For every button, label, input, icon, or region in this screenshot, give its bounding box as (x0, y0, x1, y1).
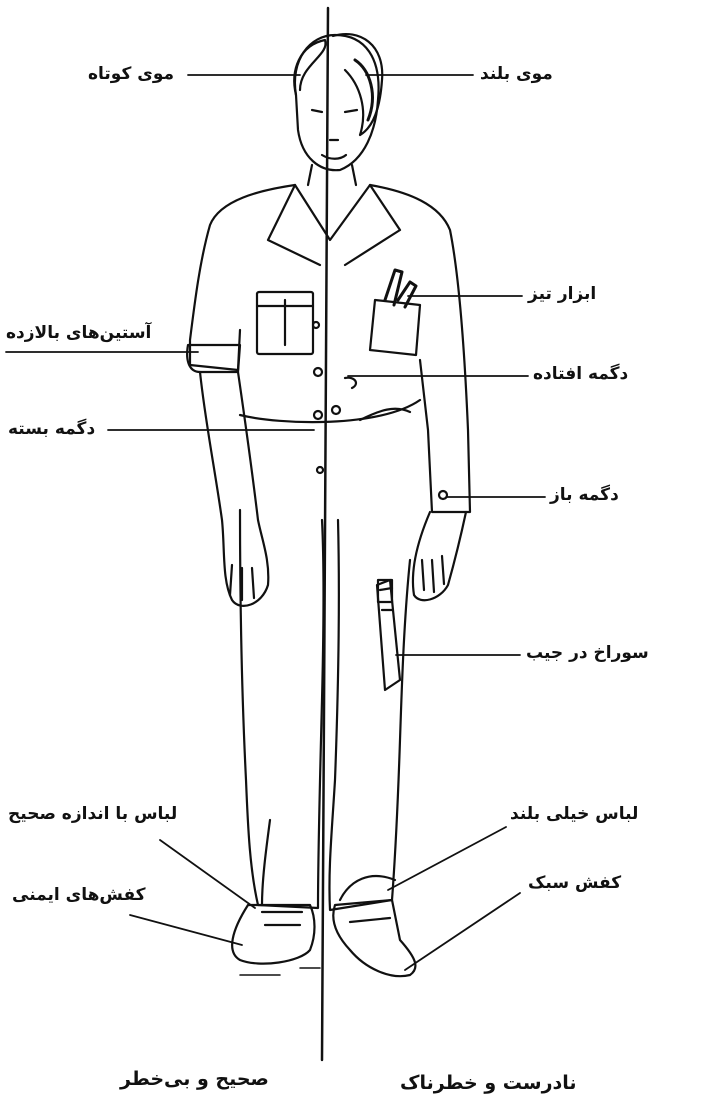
left-arm (200, 372, 268, 606)
label-long-hair: موی بلند (480, 63, 553, 85)
label-sharp-tools: ابزار تیز (528, 283, 596, 305)
pocket-hole-tool (377, 580, 400, 690)
button-1 (313, 322, 319, 328)
waist (240, 400, 420, 422)
collar (268, 185, 400, 265)
label-closed-button: دگمه بسته (8, 418, 95, 440)
caption-incorrect-dangerous: نادرست و خطرناک (400, 1072, 577, 1094)
safety-shoe (232, 905, 314, 964)
label-light-shoes: کفش سبک (528, 872, 621, 894)
label-rolled-sleeves: آستین‌های بالازده (6, 322, 151, 344)
label-safety-shoes: کفش‌های ایمنی (12, 884, 146, 906)
label-too-long-clothes: لباس خیلی بلند (510, 803, 638, 825)
label-pocket-hole: سوراخ در جیب (526, 642, 649, 664)
caption-correct-safe: صحیح و بی‌خطر (120, 1068, 269, 1090)
neck (308, 165, 356, 185)
button-closed (314, 411, 322, 419)
open-cuff-button (439, 491, 447, 499)
button-missing (314, 368, 322, 376)
head (294, 34, 382, 170)
right-chest-pocket (370, 300, 420, 355)
label-right-size-clothes: لباس با اندازه صحیح (8, 803, 177, 825)
short-hair (294, 40, 325, 95)
light-shoe (333, 900, 415, 976)
right-hand (413, 512, 466, 600)
coverall-torso (190, 185, 470, 512)
right-leg (329, 520, 410, 910)
label-open-button: دگمه باز (550, 484, 619, 506)
label-short-hair: موی کوتاه (88, 63, 174, 85)
label-missing-button: دگمه افتاده (533, 363, 628, 385)
